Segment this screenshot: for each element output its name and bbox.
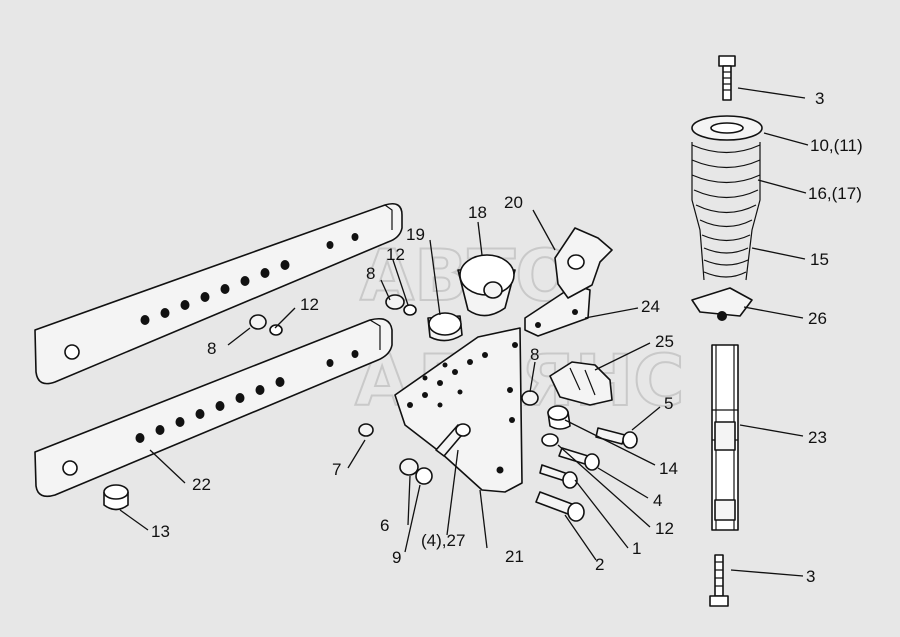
- hardware-cluster: [358, 390, 638, 522]
- spring-assembly: [691, 115, 763, 321]
- mounting-plate: [394, 327, 523, 493]
- label-16-17: 16,(17): [808, 184, 862, 203]
- label-25: 25: [655, 332, 674, 351]
- label-3-bottom: 3: [806, 567, 815, 586]
- label-10-11: 10,(11): [810, 136, 863, 155]
- label-5: 5: [664, 394, 673, 413]
- label-15: 15: [810, 250, 829, 269]
- label-1: 1: [632, 539, 641, 558]
- label-20: 20: [504, 193, 523, 212]
- callout-labels: 3 10,(11) 16,(17) 15 26 23 3 18 19 20 24…: [151, 89, 863, 586]
- label-8-upper: 8: [366, 264, 375, 283]
- label-2: 2: [595, 555, 604, 574]
- label-24: 24: [641, 297, 660, 316]
- label-4: 4: [653, 491, 662, 510]
- bolt-3-bottom: [709, 554, 729, 607]
- label-9: 9: [392, 548, 401, 567]
- label-8-plate: 8: [530, 345, 539, 364]
- bolt-3-top: [718, 55, 736, 101]
- label-14: 14: [659, 459, 678, 478]
- label-13: 13: [151, 522, 170, 541]
- bushing-13: [103, 484, 129, 511]
- label-26: 26: [808, 309, 827, 328]
- label-6: 6: [380, 516, 389, 535]
- label-12-upper: 12: [386, 245, 405, 264]
- label-18: 18: [468, 203, 487, 222]
- upper-arm: [34, 202, 403, 385]
- label-4-27: (4),27: [421, 531, 465, 550]
- spacer-19: [427, 312, 463, 342]
- label-22: 22: [192, 475, 211, 494]
- label-21: 21: [505, 547, 524, 566]
- label-12-left: 12: [300, 295, 319, 314]
- label-19: 19: [406, 225, 425, 244]
- leader-lines: [119, 87, 809, 577]
- roller-18: [457, 254, 516, 317]
- bracket-20: [554, 227, 613, 299]
- label-23: 23: [808, 428, 827, 447]
- label-3-top: 3: [815, 89, 824, 108]
- lower-arm: [34, 317, 393, 498]
- label-12-lower: 12: [655, 519, 674, 538]
- label-8-left: 8: [207, 339, 216, 358]
- rod-23: [711, 344, 739, 531]
- lock-plate-25: [549, 361, 613, 406]
- label-7: 7: [332, 460, 341, 479]
- nut-8-upper: [249, 294, 417, 336]
